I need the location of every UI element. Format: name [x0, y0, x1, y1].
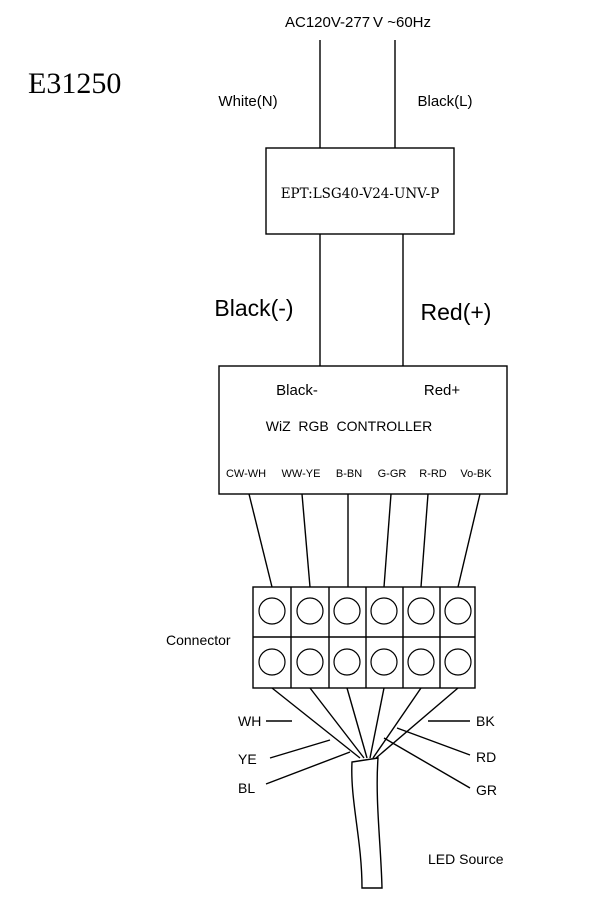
line-wire-label: Black(L): [417, 93, 472, 110]
cable-label-bk: BK: [476, 713, 495, 729]
cable-wire-wh: [271, 687, 361, 759]
controller-neg-label: Black-: [276, 382, 318, 399]
positive-wire-label: Red(+): [421, 299, 492, 325]
output-wire-ww-ye: [301, 493, 311, 588]
driver-label: EPT:LSG40-V24-UNV-P: [281, 186, 440, 202]
cable-label-gr: GR: [476, 782, 497, 798]
connector-label: Connector: [166, 632, 231, 648]
controller-box: [218, 365, 508, 495]
neutral-wire-label: White(N): [218, 93, 277, 110]
terminal-block: [252, 586, 476, 689]
cable-wire-gr: [369, 687, 385, 759]
output-label-r-rd: R-RD: [419, 468, 447, 480]
led-cable: [351, 757, 383, 889]
output-label-vo-bk: Vo-BK: [460, 468, 492, 480]
cable-wire-bk: [375, 687, 459, 759]
driver-box: [265, 147, 455, 235]
leader-bl: [265, 751, 351, 785]
negative-wire-label: Black(-): [214, 295, 293, 321]
cable-label-ye: YE: [238, 751, 257, 767]
output-label-cw-wh: CW-WH: [226, 468, 266, 480]
output-wire-r-rd: [420, 493, 429, 588]
output-wire-vo-bk: [457, 493, 481, 588]
supply-label: AC120V-277 V ~60Hz: [285, 14, 431, 31]
leader-gr: [383, 737, 471, 789]
output-label-ww-ye: WW-YE: [282, 468, 321, 480]
cable-label-wh: WH: [238, 713, 261, 729]
output-label-b-bn: B-BN: [336, 468, 362, 480]
cable-label-rd: RD: [476, 749, 496, 765]
cable-wire-bl: [346, 687, 368, 759]
output-wire-g-gr: [383, 493, 392, 588]
cable-wire-ye: [309, 687, 365, 759]
controller-title: WiZ RGB CONTROLLER: [266, 418, 432, 434]
leader-ye: [269, 739, 331, 759]
leader-rd: [396, 727, 471, 756]
output-label-g-gr: G-GR: [378, 468, 407, 480]
cable-wire-rd: [372, 687, 422, 759]
cable-label-bl: BL: [238, 780, 255, 796]
model-id: E31250: [28, 67, 121, 100]
output-wire-cw-wh: [248, 493, 273, 588]
controller-pos-label: Red+: [424, 382, 461, 399]
led-source-label: LED Source: [428, 851, 504, 867]
